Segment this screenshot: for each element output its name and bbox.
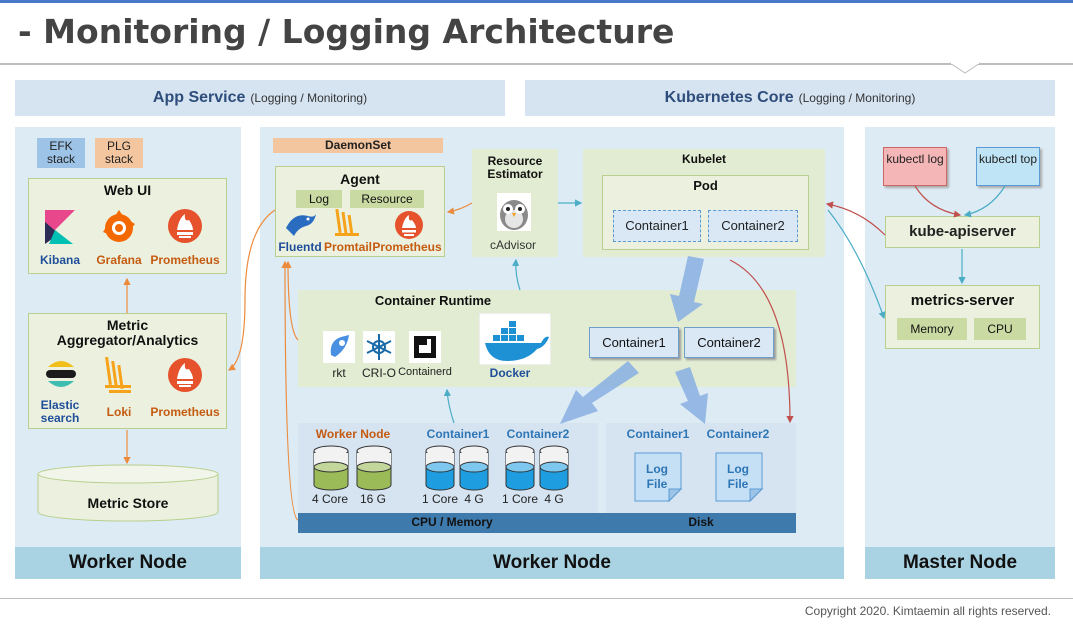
cpu-memory-label: CPU / Memory bbox=[411, 515, 493, 529]
promtail-icon bbox=[335, 208, 359, 236]
app-service-subtitle: (Logging / Monitoring) bbox=[250, 91, 368, 105]
agent-box: Agent bbox=[275, 166, 445, 257]
metric-store-cylinder bbox=[37, 464, 219, 522]
res-container1-label: Container1 bbox=[426, 427, 490, 441]
disk-container1-label: Container1 bbox=[626, 427, 690, 441]
cadvisor-owl-icon bbox=[497, 193, 531, 231]
log-file-icon bbox=[715, 452, 764, 503]
promtail-label: Promtail bbox=[323, 240, 372, 254]
top-accent-line bbox=[0, 0, 1073, 3]
loki-icon bbox=[105, 356, 131, 393]
daemonset-tag: DaemonSet bbox=[273, 138, 443, 153]
res-worker-node-label: Worker Node bbox=[315, 427, 391, 441]
aggregator-label: Metric Aggregator/Analytics bbox=[56, 317, 199, 348]
cyl-label-6: 4 G bbox=[544, 492, 564, 506]
containerd-label: Containerd bbox=[398, 366, 452, 378]
pod-container2: Container2 bbox=[708, 210, 798, 242]
agent-label: Agent bbox=[340, 171, 380, 187]
app-service-header: App Service (Logging / Monitoring) bbox=[15, 80, 505, 116]
resource-bar bbox=[298, 513, 796, 533]
plg-stack-tag: PLG stack bbox=[95, 138, 143, 168]
kubelet-label: Kubelet bbox=[681, 152, 726, 166]
pod-container1: Container1 bbox=[613, 210, 701, 242]
agent-resource-tag: Resource bbox=[350, 190, 424, 208]
cyl-label-3: 1 Core bbox=[421, 492, 459, 506]
memory-tag: Memory bbox=[897, 318, 967, 340]
kibana-label: Kibana bbox=[39, 253, 80, 267]
cyl-blue-1 bbox=[425, 445, 455, 491]
resource-cylinders bbox=[313, 445, 569, 491]
k8s-core-subtitle: (Logging / Monitoring) bbox=[798, 91, 916, 105]
docker-label: Docker bbox=[489, 366, 531, 380]
cyl-label-4: 4 G bbox=[464, 492, 484, 506]
prometheus-label-agent: Prometheus bbox=[372, 240, 442, 254]
grafana-label: Grafana bbox=[96, 253, 142, 267]
k8s-core-title: Kubernetes Core bbox=[664, 89, 794, 106]
crio-icon bbox=[363, 331, 395, 363]
containerd-icon bbox=[409, 331, 441, 363]
resource-estimator-label: Resource Estimator bbox=[487, 154, 543, 181]
log-file-icon bbox=[634, 452, 683, 503]
disk-container2-label: Container2 bbox=[706, 427, 770, 441]
rkt-label: rkt bbox=[332, 366, 346, 380]
disk-label: Disk bbox=[688, 515, 714, 529]
res-container2-label: Container2 bbox=[506, 427, 570, 441]
cpu-tag: CPU bbox=[974, 318, 1026, 340]
efk-stack-tag: EFK stack bbox=[37, 138, 85, 168]
log-file-label-1: Log File bbox=[646, 462, 668, 491]
agent-log-tag: Log bbox=[296, 190, 342, 208]
left-footer: Worker Node bbox=[15, 547, 241, 579]
loki-label: Loki bbox=[106, 405, 132, 419]
prometheus-label-webui: Prometheus bbox=[150, 253, 220, 267]
prometheus-icon bbox=[168, 209, 202, 243]
cyl-green-1 bbox=[313, 445, 349, 491]
kube-apiserver-box: kube-apiserver bbox=[885, 216, 1040, 248]
rkt-icon bbox=[323, 331, 355, 363]
cyl-blue-2 bbox=[459, 445, 489, 491]
cyl-green-2 bbox=[356, 445, 392, 491]
runtime-container1: Container1 bbox=[589, 327, 679, 358]
metric-store-label: Metric Store bbox=[87, 495, 169, 511]
elasticsearch-icon bbox=[46, 361, 76, 387]
page-title: - Monitoring / Logging Architecture bbox=[18, 12, 675, 51]
fluentd-icon bbox=[286, 214, 316, 236]
cadvisor-label: cAdvisor bbox=[489, 238, 536, 252]
cyl-label-1: 4 Core bbox=[311, 492, 349, 506]
app-service-title: App Service bbox=[152, 89, 246, 106]
title-divider bbox=[0, 63, 1073, 65]
crio-label: CRI-O bbox=[362, 366, 396, 380]
cyl-blue-3 bbox=[505, 445, 535, 491]
cyl-blue-4 bbox=[539, 445, 569, 491]
docker-icon bbox=[479, 313, 551, 365]
cyl-label-5: 1 Core bbox=[501, 492, 539, 506]
right-footer: Master Node bbox=[865, 547, 1055, 579]
cyl-label-2: 16 G bbox=[359, 492, 386, 506]
k8s-core-header: Kubernetes Core (Logging / Monitoring) bbox=[525, 80, 1055, 116]
kubectl-log-box: kubectl log bbox=[883, 147, 947, 186]
elasticsearch-label: Elastic search bbox=[40, 398, 80, 425]
footer-divider bbox=[0, 598, 1073, 599]
prometheus-icon bbox=[168, 358, 202, 392]
prometheus-icon bbox=[395, 211, 423, 239]
metrics-server-label: metrics-server bbox=[910, 292, 1015, 309]
web-ui-label: Web UI bbox=[103, 182, 152, 198]
copyright-text: Copyright 2020. Kimtaemin all rights res… bbox=[804, 604, 1051, 618]
kubectl-top-box: kubectl top bbox=[976, 147, 1040, 186]
grafana-icon bbox=[103, 210, 135, 242]
title-notch bbox=[950, 62, 980, 74]
fluentd-label: Fluentd bbox=[278, 240, 322, 254]
log-file-label-2: Log File bbox=[727, 462, 749, 491]
middle-footer: Worker Node bbox=[260, 547, 844, 579]
container-runtime-label: Container Runtime bbox=[374, 293, 492, 308]
pod-label: Pod bbox=[693, 178, 718, 193]
kibana-icon bbox=[45, 210, 75, 244]
runtime-container2: Container2 bbox=[684, 327, 774, 358]
prometheus-label-agg: Prometheus bbox=[150, 405, 220, 419]
